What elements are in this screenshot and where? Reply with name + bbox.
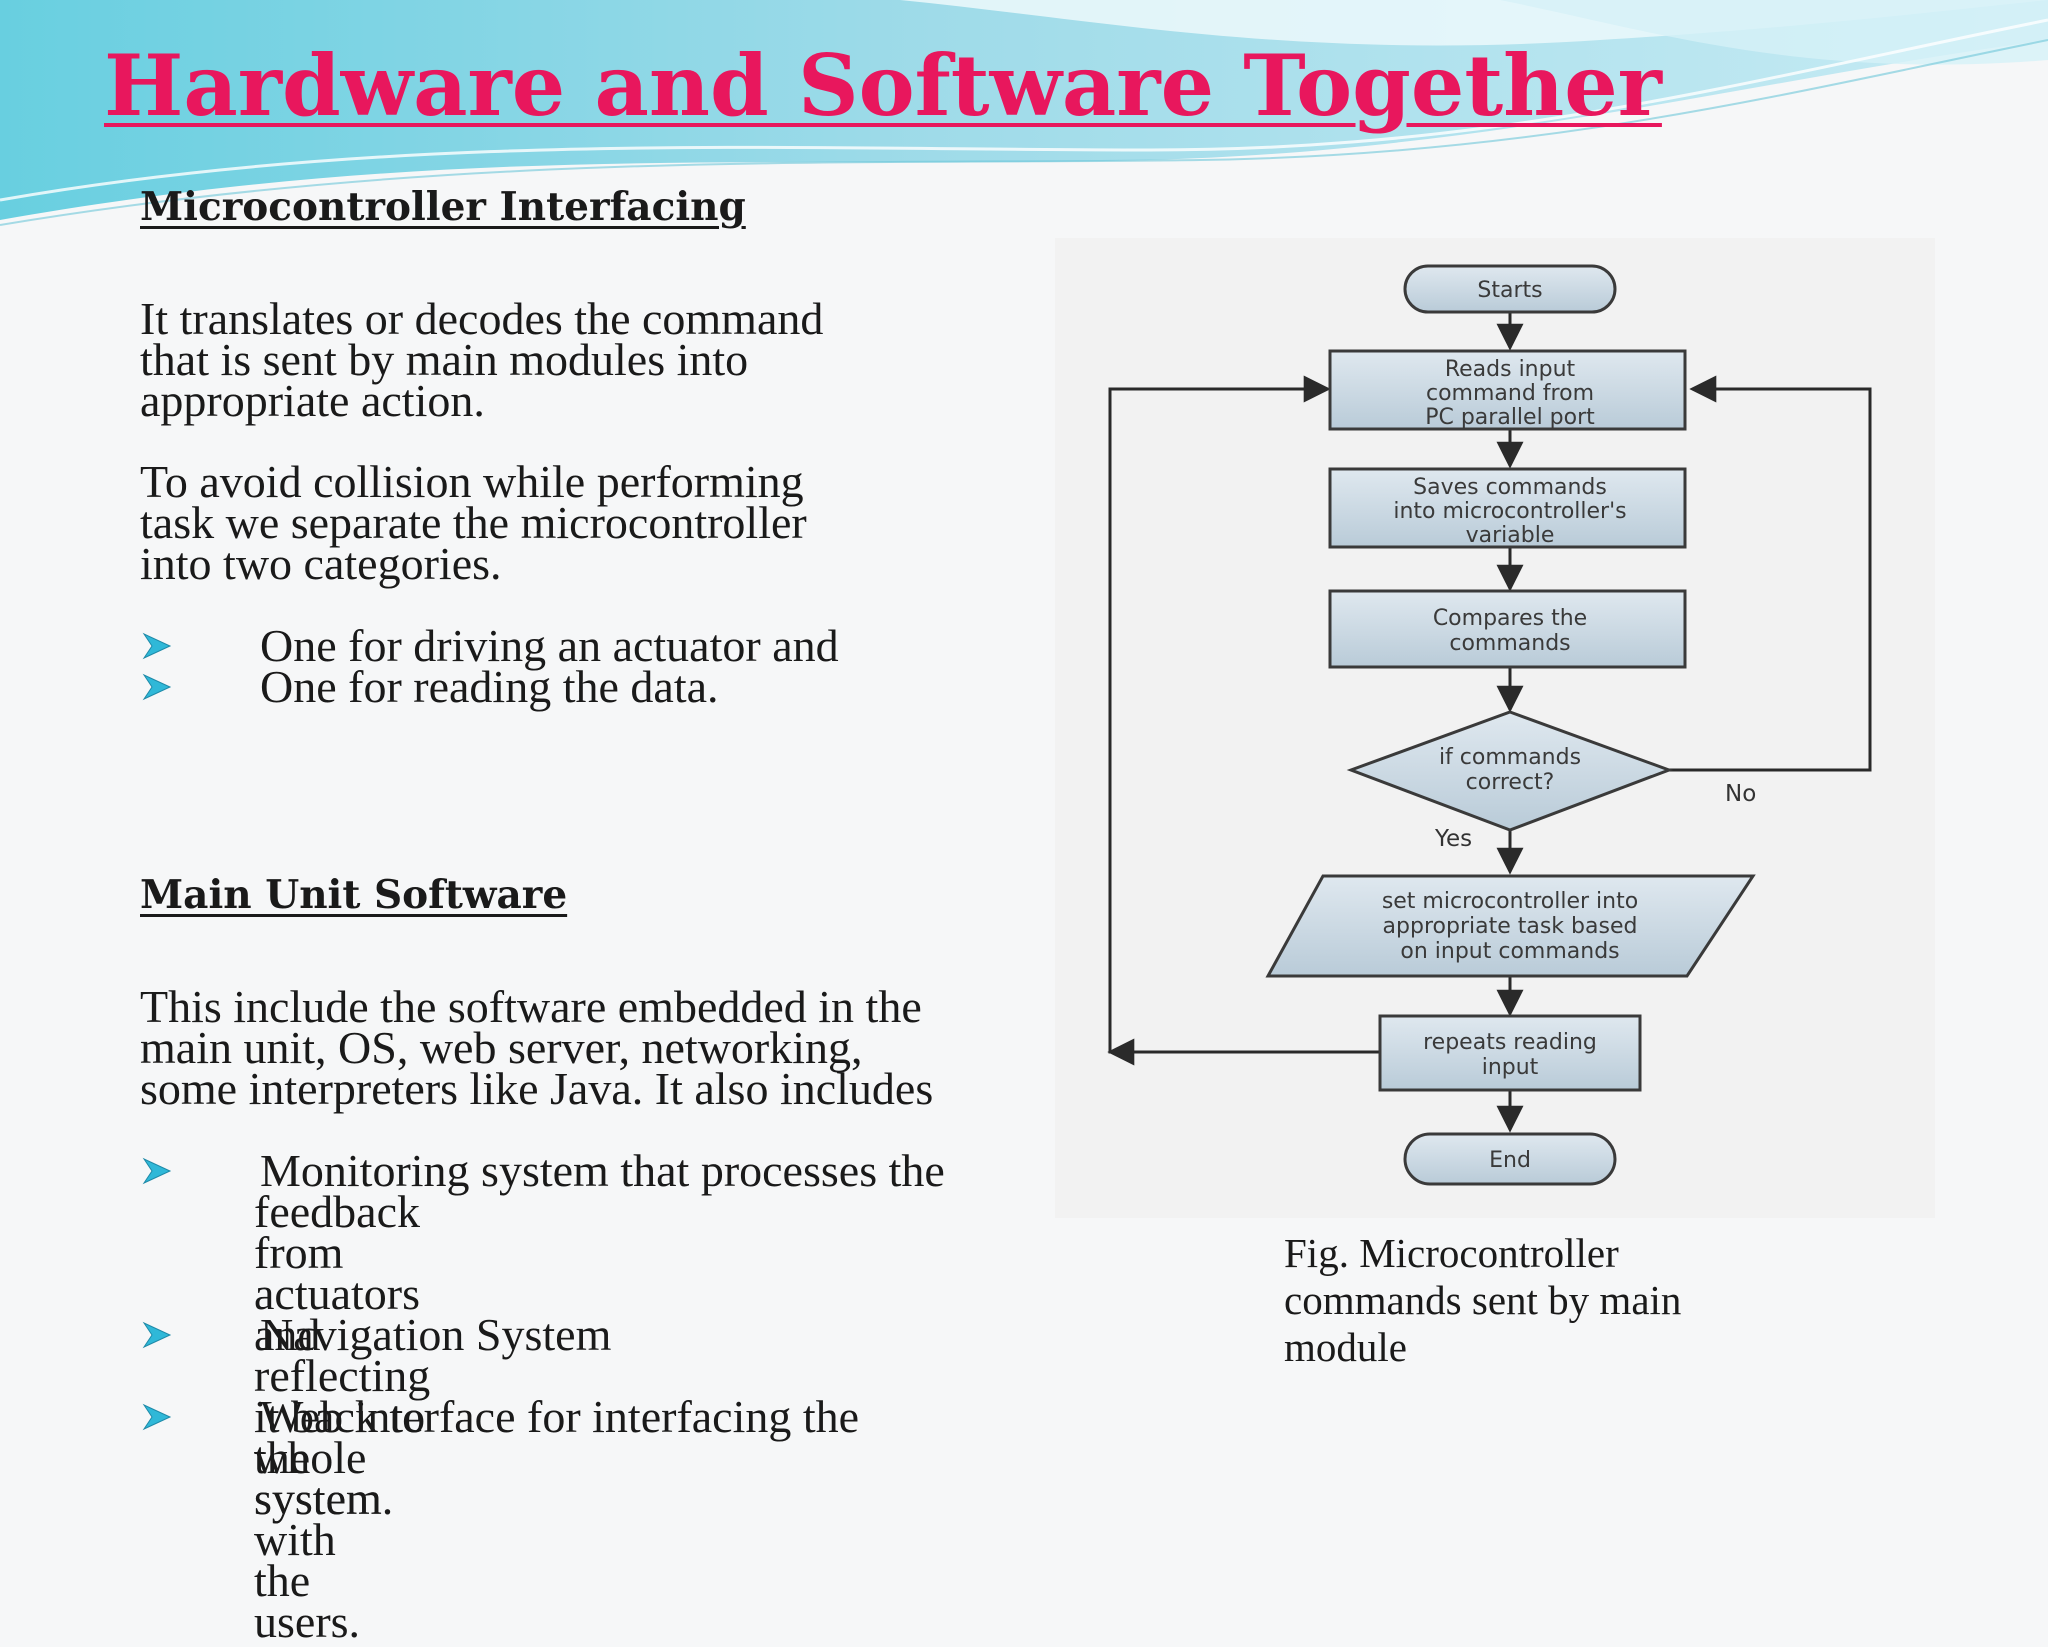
- node-repeat: [1378, 1014, 1642, 1092]
- node-set-task-line3: on input commands: [1400, 939, 1619, 964]
- bullet-arrow-icon: [142, 632, 172, 660]
- node-set-task-line1: set microcontroller into: [1382, 889, 1638, 914]
- section2-paragraph-1: This include the software embedded in th…: [140, 981, 934, 1114]
- edge-repeat-loop-back: [1108, 375, 1380, 1054]
- node-read-input-line2: command from: [1426, 381, 1594, 406]
- figure-caption: Fig. Microcontroller commands sent by ma…: [1284, 1230, 1682, 1370]
- bullet-continuation: feedback from actuators and reflecting i…: [254, 1186, 431, 1524]
- node-compare-line2: commands: [1449, 631, 1570, 656]
- bullet-text: Web interface for interfacing the: [260, 1391, 860, 1442]
- node-decision: [1346, 710, 1674, 832]
- node-start: [1403, 264, 1617, 314]
- node-read-input-line1: Reads input: [1445, 357, 1576, 382]
- bullet-arrow-icon: [142, 1403, 172, 1431]
- edge-decision-no-loop: [1669, 375, 1872, 772]
- flowchart-diagram: Starts Reads input command from PC paral…: [1107, 264, 1872, 1186]
- section-heading-microcontroller: Microcontroller Interfacing: [140, 184, 746, 230]
- branch-label-no: No: [1725, 781, 1756, 807]
- node-end-label: End: [1489, 1148, 1531, 1173]
- section1-paragraph-1: It translates or decodes the command tha…: [140, 293, 824, 426]
- node-compare-line1: Compares the: [1433, 606, 1587, 631]
- flowchart-figure: Starts Reads input command from PC paral…: [1055, 238, 1935, 1218]
- slide-title: Hardware and Software Together: [104, 36, 1662, 135]
- bullet-arrow-icon: [142, 673, 172, 701]
- node-save-line1: Saves commands: [1413, 475, 1607, 500]
- bullet-text: Monitoring system that processes the: [260, 1145, 945, 1196]
- bullet-arrow-icon: [142, 1321, 172, 1349]
- section1-paragraph-2: To avoid collision while performing task…: [140, 456, 807, 589]
- node-compare: [1328, 589, 1687, 669]
- bullet-continuation: whole system with the users.: [254, 1432, 382, 1647]
- node-set-task: [1265, 874, 1756, 978]
- node-save-line2: into microcontroller's: [1393, 499, 1626, 524]
- bullet-text: One for driving an actuator and: [260, 620, 839, 671]
- bullet-text: Navigation System: [260, 1309, 612, 1360]
- section-heading-main-unit: Main Unit Software: [140, 872, 568, 918]
- node-read-input: [1328, 349, 1687, 431]
- node-save-line3: variable: [1466, 523, 1555, 548]
- node-save-commands: [1328, 467, 1687, 549]
- bullet-text: One for reading the data.: [260, 661, 719, 712]
- bullet-arrow-icon: [142, 1157, 172, 1185]
- node-repeat-line2: input: [1482, 1055, 1539, 1080]
- node-decision-line1: if commands: [1439, 745, 1581, 770]
- node-repeat-line1: repeats reading: [1423, 1030, 1597, 1055]
- node-end: [1403, 1132, 1617, 1186]
- branch-label-yes: Yes: [1434, 826, 1472, 852]
- node-set-task-line2: appropriate task based: [1383, 914, 1638, 939]
- node-decision-line2: correct?: [1466, 770, 1555, 795]
- node-start-label: Starts: [1477, 278, 1542, 303]
- header-wave-decoration: [0, 0, 2048, 226]
- node-read-input-line3: PC parallel port: [1425, 405, 1595, 430]
